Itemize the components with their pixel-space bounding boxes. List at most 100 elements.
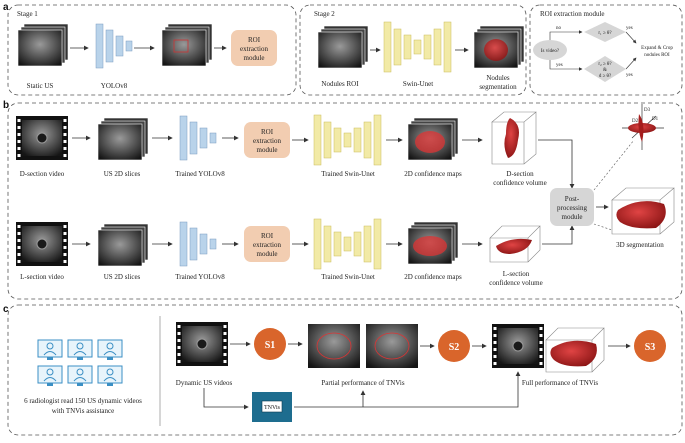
partial-label: Partial performance of TNVis	[321, 379, 405, 387]
static-us-stack	[17, 23, 69, 67]
s3-label: S3	[645, 342, 656, 353]
s1-circle: S1	[254, 328, 286, 360]
nodules-seg-label-1: Nodules	[486, 74, 510, 82]
l-yolo-network	[179, 221, 217, 267]
swin-label-a: Swin-Unet	[403, 80, 433, 88]
radiologist-icons	[37, 339, 123, 387]
yes-label-2: yes	[626, 26, 633, 31]
seg3d-label: 3D segmentation	[616, 241, 664, 249]
l-slices-stack	[97, 223, 149, 267]
cond2a-label: r₂ ≥ θ?	[598, 62, 612, 67]
cond2-node	[584, 56, 626, 82]
panel-letter-b: b	[3, 100, 9, 111]
roi-extraction-box	[529, 4, 683, 96]
radiologist-icon-1	[37, 339, 63, 361]
cond2-and-label: &	[603, 68, 607, 73]
s2-circle: S2	[438, 330, 470, 362]
l-volume	[489, 225, 541, 263]
stage1-box	[7, 4, 297, 96]
stage2-label: Stage 2	[314, 10, 335, 18]
expand-label-2: nodules ROI	[644, 53, 670, 58]
d-conf-maps	[407, 117, 459, 161]
post-line2: processing	[557, 204, 587, 212]
radiologist-icon-3	[97, 339, 123, 361]
d-volume	[491, 111, 537, 165]
s2-label: S2	[449, 342, 460, 353]
panel-c-box	[7, 304, 683, 436]
l-volume-label-2: confidence volume	[489, 279, 542, 287]
stage1-label: Stage 1	[17, 10, 38, 18]
post-line1: Post-	[565, 195, 580, 203]
l-conf-label: 2D confidence maps	[404, 273, 462, 281]
s3-circle: S3	[634, 330, 666, 362]
d-roi-line2: extraction	[253, 137, 281, 145]
swin-network-a	[383, 21, 452, 73]
partial-img-2	[366, 324, 418, 368]
radiologist-icon-2	[67, 339, 93, 361]
roi-module-a-line1: ROI	[248, 36, 261, 44]
roi-title: ROI extraction module	[540, 10, 605, 18]
axis-d3: D3	[644, 108, 651, 113]
tnvis-box: TNVis	[252, 392, 292, 422]
l-roi-line2: extraction	[253, 241, 281, 249]
l-volume-label-1: L-section	[503, 270, 530, 278]
roi-module-a: ROI extraction module	[231, 30, 277, 66]
cond1-label: r₁ ≥ θ?	[598, 31, 612, 36]
radiologist-icon-6	[97, 365, 123, 387]
dynamic-video-film	[175, 321, 229, 367]
d-swin-network	[313, 114, 382, 166]
panel-b-box	[7, 102, 683, 300]
d-slices-label: US 2D slices	[104, 170, 141, 178]
l-video-label: L-section video	[20, 273, 64, 281]
nodules-roi-stack	[317, 25, 369, 69]
partial-img-1	[308, 324, 360, 368]
l-yolo-label: Trained YOLOv8	[175, 273, 225, 281]
segmentation-3d	[611, 187, 675, 235]
panel-c: c 6 radiologist read 150 US dynamic vide…	[3, 304, 683, 436]
d-volume-label-2: confidence volume	[493, 179, 546, 187]
yolo-network	[95, 23, 133, 69]
yolo-label: YOLOv8	[101, 82, 128, 90]
static-us-label: Static US	[27, 82, 54, 90]
radiologist-icon-5	[67, 365, 93, 387]
l-conf-maps	[407, 221, 459, 265]
expand-label-1: Expand & Crop	[641, 46, 673, 51]
full-video-film	[491, 323, 545, 369]
axis-d2: D2	[632, 119, 639, 124]
dynamic-label: Dynamic US videos	[176, 379, 233, 387]
nodules-seg-stack	[473, 25, 525, 69]
d-slices-stack	[97, 117, 149, 161]
l-slices-label: US 2D slices	[104, 273, 141, 281]
l-roi-line1: ROI	[261, 232, 274, 240]
nodules-roi-label: Nodules ROI	[321, 80, 359, 88]
yes-label-3: yes	[626, 73, 633, 78]
d-volume-label-1: D-section	[506, 170, 534, 178]
panel-b: b D-section video US 2D slices Trained Y…	[3, 100, 683, 300]
no-label: no	[556, 26, 562, 31]
l-roi-line3: module	[257, 250, 278, 258]
radiologists-line2: with TNVis assistance	[52, 407, 114, 415]
d-conf-label: 2D confidence maps	[404, 170, 462, 178]
roi-module-a-line2: extraction	[240, 45, 268, 53]
nodules-seg-label-2: segmentation	[479, 83, 517, 91]
d-video-label: D-section video	[20, 170, 65, 178]
panel-letter-c: c	[3, 304, 9, 315]
cond2b-label: d ≥ θ?	[599, 74, 612, 79]
post-line3: module	[562, 213, 583, 221]
tnvis-label: TNVis	[264, 405, 281, 411]
axes-3d-render: D1 D2 D3	[622, 104, 664, 150]
full-volume	[545, 327, 605, 373]
stage2-box	[299, 4, 527, 96]
post-processing-module: Post- processing module	[550, 188, 594, 226]
radiologist-icon-4	[37, 365, 63, 387]
d-yolo-network	[179, 115, 217, 161]
radiologists-line1: 6 radiologist read 150 US dynamic videos	[24, 397, 142, 405]
d-roi-line1: ROI	[261, 128, 274, 136]
axis-d1: D1	[652, 117, 659, 122]
full-label: Full performance of TNVis	[522, 379, 599, 387]
l-swin-label: Trained Swin-Unet	[321, 273, 375, 281]
d-roi-line3: module	[257, 146, 278, 154]
l-swin-network	[313, 218, 382, 270]
d-section-film	[15, 115, 69, 161]
